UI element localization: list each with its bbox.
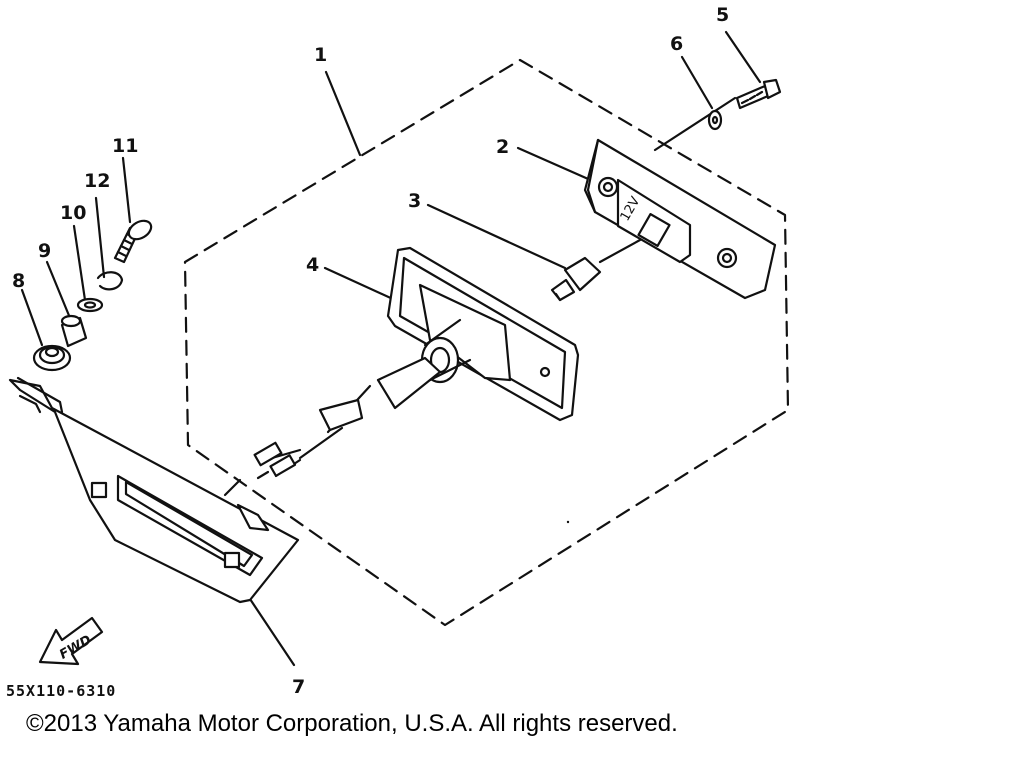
screw	[735, 78, 782, 110]
callout-9: 9	[38, 240, 52, 262]
washer-small	[76, 297, 104, 313]
fwd-arrow-icon: FWD	[38, 616, 104, 666]
leader-line-1	[324, 70, 362, 157]
leader-line-6	[680, 55, 714, 110]
grommet	[32, 344, 72, 372]
leader-line-8	[20, 288, 44, 347]
leader-line-9	[45, 260, 72, 320]
callout-1: 1	[314, 44, 328, 66]
assembly-dashed-outline	[183, 58, 790, 627]
callout-3: 3	[408, 190, 422, 212]
callout-12: 12	[84, 170, 111, 192]
license-bracket	[8, 376, 300, 604]
axis-line-screw	[653, 96, 737, 152]
leader-line-12	[94, 196, 106, 279]
bulb	[550, 256, 602, 302]
leader-line-11	[121, 156, 132, 224]
bolt	[113, 219, 153, 264]
collar	[60, 314, 88, 348]
axis-line-lower	[223, 478, 242, 497]
callout-8: 8	[12, 270, 26, 292]
lamp-base-plate: 12V	[583, 138, 777, 300]
callout-2: 2	[496, 136, 510, 158]
axis-line-bulb	[598, 238, 642, 264]
washer	[707, 109, 723, 131]
wire-harness	[253, 356, 442, 480]
callout-4: 4	[306, 254, 320, 276]
callout-10: 10	[60, 202, 87, 224]
leader-line-5	[724, 30, 762, 84]
exploded-parts-diagram: 12V	[8, 30, 790, 667]
callout-7: 7	[292, 676, 306, 698]
callout-6: 6	[670, 33, 684, 55]
leader-line-7	[246, 594, 296, 667]
figure-code: 55X110-6310	[6, 682, 117, 700]
leader-line-2	[516, 146, 597, 184]
callout-11: 11	[112, 135, 139, 157]
lock-washer	[96, 271, 124, 291]
leader-line-10	[72, 224, 87, 302]
copyright-notice: ©2013 Yamaha Motor Corporation, U.S.A. A…	[26, 710, 678, 737]
lamp-lens-housing	[386, 246, 580, 422]
leader-line-4	[323, 266, 397, 302]
leader-line-3	[426, 203, 567, 270]
callout-5: 5	[716, 4, 730, 26]
